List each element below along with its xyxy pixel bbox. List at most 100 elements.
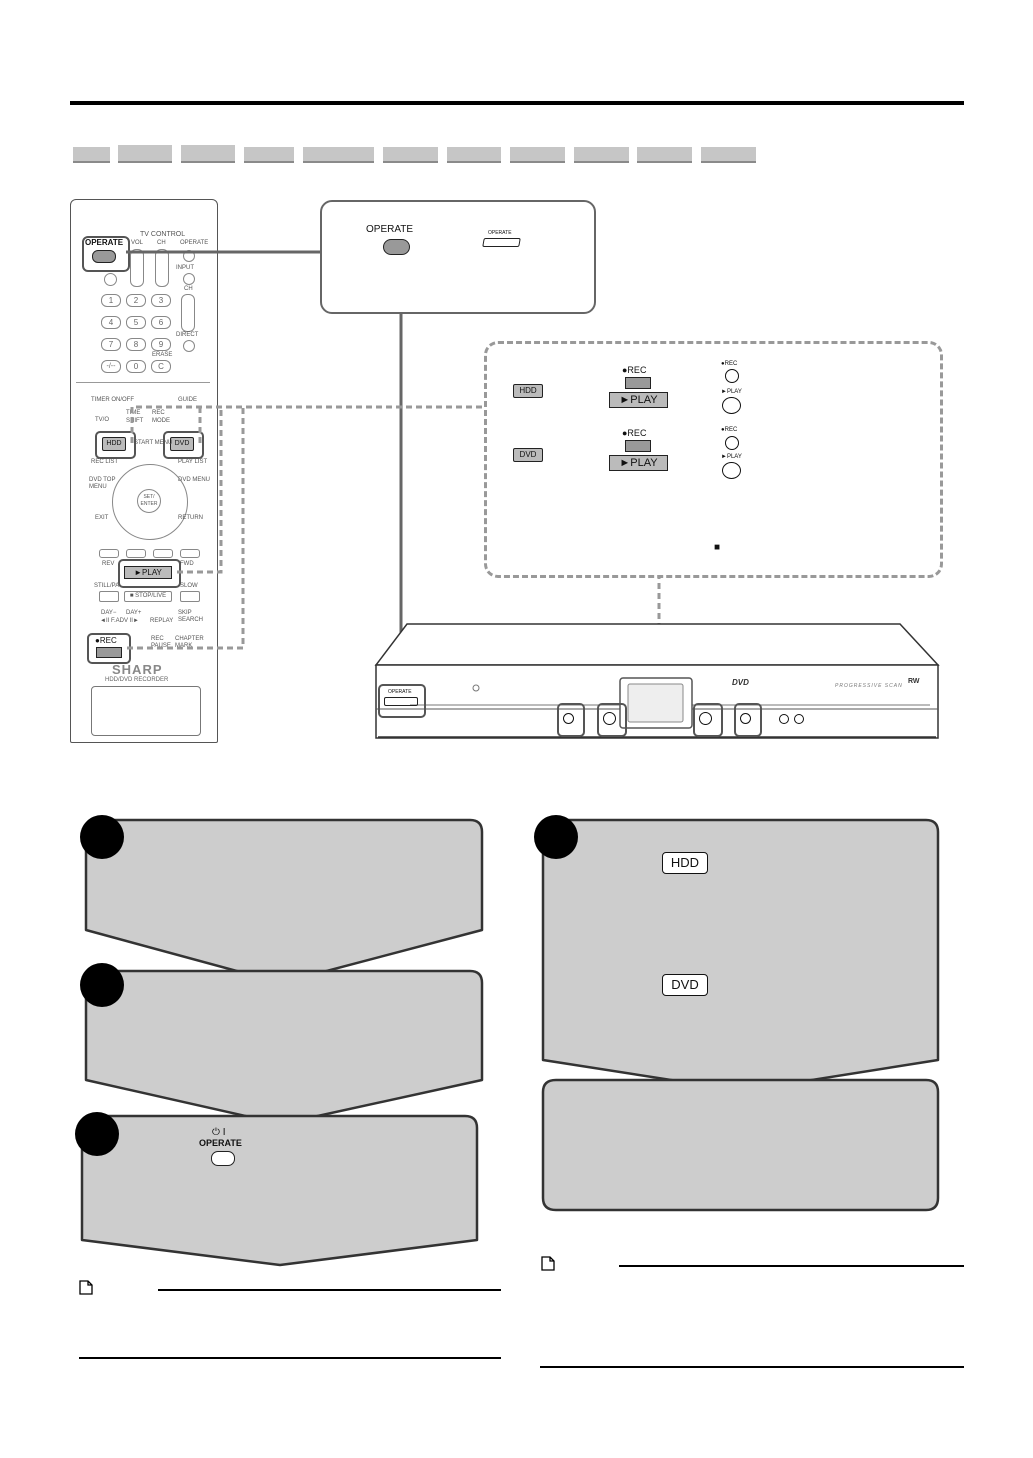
tab-11[interactable] bbox=[701, 147, 756, 163]
remote-ch2-rocker[interactable] bbox=[181, 294, 195, 332]
remote-hdd-button[interactable]: HDD bbox=[102, 437, 126, 451]
note-rule-right-top bbox=[619, 1265, 964, 1267]
mode-unit-rec-button-2 bbox=[725, 436, 739, 450]
remote-ch-label: CH bbox=[157, 240, 166, 246]
remote-operate-small-label: OPERATE bbox=[180, 240, 209, 246]
remote-color-buttons bbox=[99, 549, 200, 558]
recorder-hdd-rec-button[interactable] bbox=[563, 713, 574, 724]
remote-day-minus-label: DAY− bbox=[101, 610, 117, 616]
tab-6[interactable] bbox=[383, 147, 438, 163]
remote-rec-label: ●REC bbox=[95, 636, 117, 645]
keypad-key[interactable]: 8 bbox=[126, 338, 146, 351]
step4-dvd-key: DVD bbox=[662, 974, 708, 996]
keypad-key[interactable]: 6 bbox=[151, 316, 171, 329]
recorder-ch-up-button[interactable] bbox=[794, 714, 804, 724]
remote-direct-button[interactable] bbox=[183, 340, 195, 352]
remote-pause-button[interactable] bbox=[99, 591, 119, 602]
remote-stop-live-button[interactable]: ■ STOP/LIVE bbox=[124, 591, 172, 602]
remote-ch-rocker[interactable] bbox=[155, 249, 169, 287]
mode-hdd-key: HDD bbox=[513, 384, 543, 398]
mode-dvd-rec-label: ●REC bbox=[622, 428, 647, 438]
tab-1[interactable] bbox=[73, 147, 110, 163]
recorder-operate-highlight bbox=[378, 684, 426, 718]
mode-dvd-key: DVD bbox=[513, 448, 543, 462]
color-button-d[interactable] bbox=[180, 549, 200, 558]
tab-10[interactable] bbox=[637, 147, 692, 163]
tab-5[interactable] bbox=[303, 147, 374, 163]
remote-play-button[interactable]: ►PLAY bbox=[124, 566, 172, 579]
keypad-key[interactable]: 4 bbox=[101, 316, 121, 329]
recorder-operate-button[interactable] bbox=[384, 697, 418, 706]
recorder-dvd-logo: DVD bbox=[732, 678, 749, 687]
step3-power-symbol: ⏻ I bbox=[212, 1127, 226, 1138]
keypad-key[interactable]: 7 bbox=[101, 338, 121, 351]
color-button-a[interactable] bbox=[99, 549, 119, 558]
mode-unit-play-button-2 bbox=[722, 462, 741, 479]
recorder-ch-down-button[interactable] bbox=[779, 714, 789, 724]
mode-hdd-rec-label: ●REC bbox=[622, 365, 647, 375]
remote-timer-label: TIMER ON/OFF bbox=[91, 397, 134, 403]
mode-unit-rec-label-1: ●REC bbox=[721, 361, 738, 367]
remote-dvd-menu-label: DVD MENU bbox=[178, 477, 211, 483]
keypad-key[interactable]: -/-- bbox=[101, 360, 121, 373]
keypad-key[interactable]: 9 bbox=[151, 338, 171, 351]
remote-operate-button[interactable] bbox=[92, 250, 116, 263]
remote-divider bbox=[76, 382, 210, 383]
color-button-b[interactable] bbox=[126, 549, 146, 558]
recorder-hdd-rec-highlight bbox=[557, 703, 585, 737]
mode-callout bbox=[484, 341, 943, 578]
mode-unit-play-label-2: ►PLAY bbox=[721, 454, 742, 460]
remote-mute-button[interactable] bbox=[104, 273, 117, 286]
remote-ch2-label: CH bbox=[184, 286, 193, 292]
remote-operate-label: OPERATE bbox=[85, 238, 124, 247]
remote-rec-button[interactable] bbox=[96, 647, 122, 658]
tab-9[interactable] bbox=[574, 147, 629, 163]
remote-rev-label: REV bbox=[102, 561, 115, 567]
remote-dvd-highlight bbox=[163, 431, 204, 459]
tab-4[interactable] bbox=[244, 147, 294, 163]
mode-dvd-rec-button bbox=[625, 440, 651, 452]
recorder-hdd-play-highlight bbox=[597, 703, 627, 737]
header-rule bbox=[70, 101, 964, 105]
remote-recmode-label: REC MODE bbox=[152, 410, 170, 424]
recorder-dvd-rec-button[interactable] bbox=[740, 713, 751, 724]
remote-slow-button[interactable] bbox=[180, 591, 200, 602]
keypad-key[interactable]: 0 bbox=[126, 360, 146, 373]
color-button-c[interactable] bbox=[153, 549, 173, 558]
keypad-key[interactable]: 2 bbox=[126, 294, 146, 307]
tab-2[interactable] bbox=[118, 145, 172, 163]
remote-guide-label: GUIDE bbox=[178, 397, 198, 403]
mode-stop-icon: ■ bbox=[714, 542, 721, 553]
remote-dpad[interactable] bbox=[112, 464, 188, 540]
step3-operate-label: OPERATE bbox=[199, 1138, 242, 1148]
keypad-key[interactable]: 3 bbox=[151, 294, 171, 307]
remote-vol-label: VOL bbox=[131, 240, 144, 246]
recorder-dvd-play-highlight bbox=[693, 703, 723, 737]
step4-hdd-key: HDD bbox=[662, 852, 708, 874]
note-rule-left-bottom bbox=[79, 1357, 501, 1359]
remote-set-enter-button[interactable]: SET/ ENTER bbox=[137, 489, 161, 513]
tab-7[interactable] bbox=[447, 147, 501, 163]
remote-vol-rocker[interactable] bbox=[130, 249, 144, 287]
remote-erase-label: ERASE bbox=[152, 352, 173, 358]
tab-8[interactable] bbox=[510, 147, 565, 163]
note-icon-left bbox=[79, 1280, 93, 1295]
note-rule-right-bottom bbox=[540, 1366, 964, 1368]
mode-hdd-rec-button bbox=[625, 377, 651, 389]
recorder-unit bbox=[374, 623, 940, 739]
remote-brand: SHARP bbox=[112, 662, 163, 677]
remote-slow-label: SLOW bbox=[180, 583, 198, 589]
keypad-key[interactable]: 1 bbox=[101, 294, 121, 307]
remote-chapter-mark-label: CHAPTER MARK bbox=[175, 636, 204, 649]
set-enter-label: SET/ ENTER bbox=[140, 494, 158, 507]
tab-3[interactable] bbox=[181, 145, 235, 163]
recorder-dvd-play-button[interactable] bbox=[699, 712, 712, 725]
remote-input-button[interactable] bbox=[183, 273, 195, 285]
keypad-key[interactable]: C bbox=[151, 360, 171, 373]
remote-battery-panel bbox=[91, 686, 201, 736]
mode-hdd-play-button: ►PLAY bbox=[609, 392, 668, 408]
note-rule-left-top bbox=[158, 1289, 501, 1291]
keypad-key[interactable]: 5 bbox=[126, 316, 146, 329]
recorder-hdd-play-button[interactable] bbox=[603, 712, 616, 725]
remote-dvd-button[interactable]: DVD bbox=[170, 437, 194, 451]
